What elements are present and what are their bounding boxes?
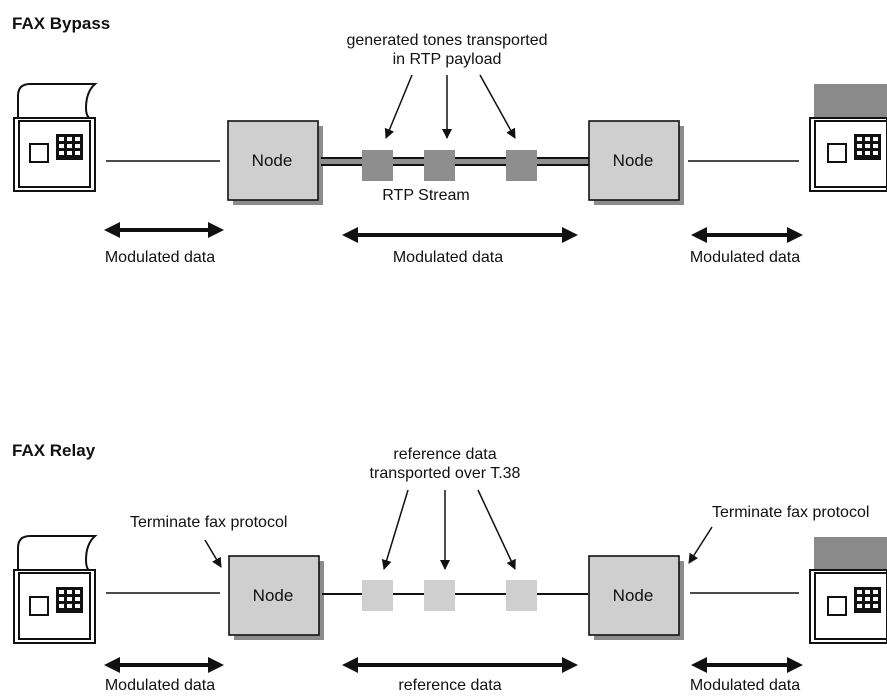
left-fax-machine-relay (13, 535, 98, 644)
fax-keypad-icon (854, 587, 881, 613)
right-terminate-label: Terminate fax protocol (712, 504, 869, 521)
bypass-middle-span-label: Modulated data (393, 249, 503, 266)
relay-callout-arrows (381, 489, 516, 570)
relay-left-span-label: Modulated data (105, 677, 215, 694)
bypass-span-right: Modulated data (690, 227, 803, 266)
left-node-bypass: Node (227, 120, 323, 205)
packet-bypass-2 (424, 150, 455, 181)
bypass-span-middle: Modulated data (342, 227, 578, 266)
bypass-left-span-label: Modulated data (105, 249, 215, 266)
fax-bypass-section: FAX Bypass generated tones transported i… (12, 14, 887, 266)
rtp-stream-label: RTP Stream (382, 187, 469, 204)
relay-callout: reference data transported over T.38 (370, 446, 521, 482)
packet-relay-3 (506, 580, 537, 611)
packet-bypass-1 (362, 150, 393, 181)
right-fax-machine-relay (809, 537, 887, 644)
bypass-callout-line-2: in RTP payload (393, 51, 502, 68)
right-node-label-relay: Node (613, 586, 654, 605)
relay-span-left: Modulated data (104, 657, 224, 694)
left-node-label-relay: Node (253, 586, 294, 605)
packet-relay-1 (362, 580, 393, 611)
relay-right-span-label: Modulated data (690, 677, 800, 694)
right-terminate-arrow (688, 526, 713, 564)
relay-span-right: Modulated data (690, 657, 803, 694)
relay-span-middle: reference data (342, 657, 578, 694)
bypass-callout-arrows (384, 74, 516, 139)
left-terminate-label: Terminate fax protocol (130, 514, 287, 531)
fax-keypad-icon (56, 587, 83, 613)
left-fax-machine-bypass (13, 83, 98, 192)
packet-relay-2 (424, 580, 455, 611)
section-title-fax-relay: FAX Relay (12, 441, 96, 460)
relay-middle-span-label: reference data (398, 677, 501, 694)
right-node-bypass: Node (588, 120, 684, 205)
packet-bypass-3 (506, 150, 537, 181)
rtp-stream-bypass: RTP Stream (321, 150, 589, 204)
section-title-fax-bypass: FAX Bypass (12, 14, 110, 33)
left-node-relay: Node (228, 555, 324, 640)
right-node-label-bypass: Node (613, 151, 654, 170)
right-fax-machine-bypass (809, 84, 887, 192)
bypass-right-span-label: Modulated data (690, 249, 800, 266)
left-node-label-bypass: Node (252, 151, 293, 170)
bypass-span-left: Modulated data (104, 222, 224, 266)
relay-callout-line-1: reference data (393, 446, 496, 463)
bypass-callout: generated tones transported in RTP paylo… (346, 32, 547, 68)
left-terminate-arrow (204, 539, 222, 568)
fax-keypad-icon (854, 134, 881, 160)
fax-relay-section: FAX Relay reference data transported ove… (12, 441, 887, 694)
relay-callout-line-2: transported over T.38 (370, 465, 521, 482)
right-node-relay: Node (588, 555, 684, 640)
fax-keypad-icon (56, 134, 83, 160)
relay-stream (322, 580, 588, 611)
bypass-callout-line-1: generated tones transported (346, 32, 547, 49)
